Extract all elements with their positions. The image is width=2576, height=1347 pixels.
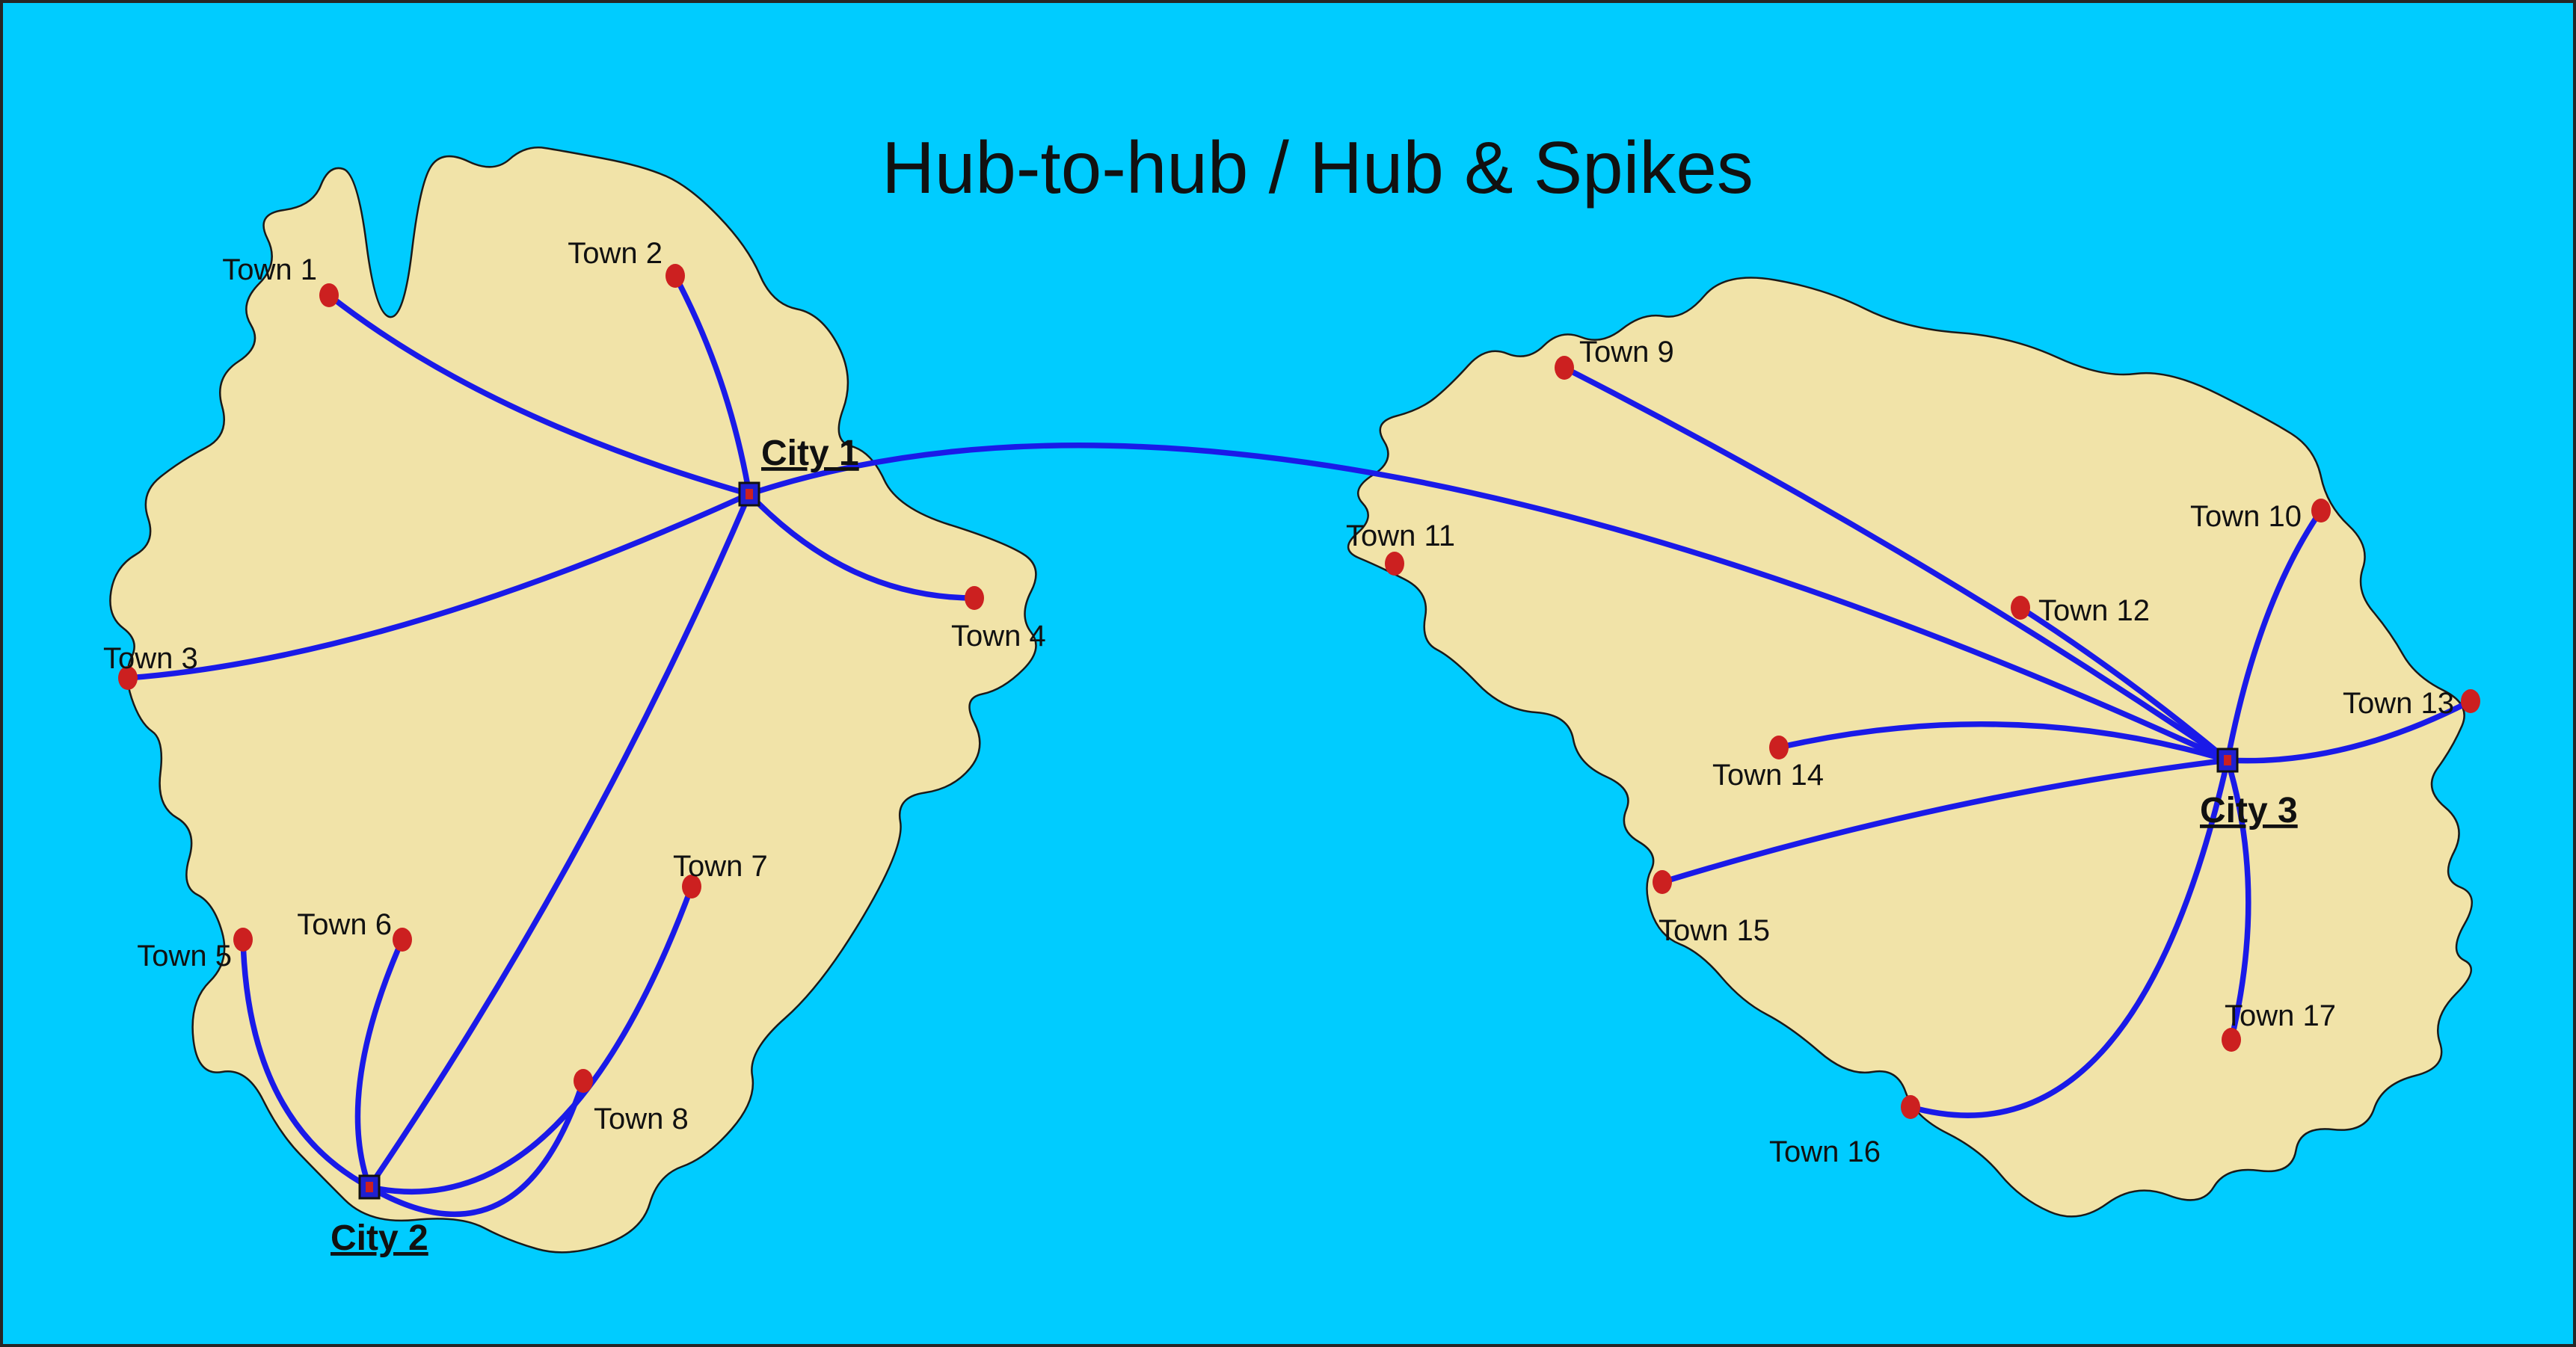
town3-dot	[118, 666, 138, 690]
route-city3-town14	[1776, 721, 2231, 763]
route-city2-town5	[240, 937, 372, 1190]
route-city3-town9	[1561, 365, 2231, 763]
town17-label: Town 17	[2225, 999, 2336, 1032]
town14-dot	[1769, 736, 1789, 759]
city2-marker	[358, 1174, 381, 1200]
city3-hub-center-dot	[2224, 755, 2231, 765]
town10-label: Town 10	[2190, 500, 2302, 533]
route-city3-town16	[1908, 757, 2231, 1118]
town6-dot	[393, 928, 412, 952]
town12-dot	[2011, 596, 2030, 620]
town4-dot	[965, 586, 984, 610]
town5-dot	[233, 928, 253, 952]
town7-label: Town 7	[673, 850, 768, 883]
town10-dot	[2311, 499, 2331, 523]
route-city1-town4	[746, 491, 977, 601]
city1-hub-center-dot	[746, 489, 753, 499]
nodes-layer	[118, 264, 2480, 1200]
route-city1-city2	[366, 491, 752, 1190]
town3-label: Town 3	[103, 642, 198, 675]
route-city3-town13	[2225, 698, 2474, 764]
town1-dot	[319, 283, 339, 307]
town9-label: Town 9	[1579, 336, 1674, 369]
town15-dot	[1653, 870, 1672, 894]
route-city2-town6	[354, 937, 405, 1190]
town5-label: Town 5	[137, 940, 232, 973]
routes-layer	[125, 273, 2474, 1218]
town12-label: Town 12	[2038, 594, 2150, 627]
town16-dot	[1901, 1095, 1920, 1119]
town2-dot	[665, 264, 685, 288]
route-city1-city3	[746, 443, 2231, 763]
town7-dot	[682, 875, 701, 898]
city1-marker	[738, 481, 760, 507]
city2-hub-center-dot	[366, 1182, 373, 1192]
route-city2-town8	[366, 1078, 586, 1218]
route-city3-town10	[2225, 508, 2324, 763]
town11-dot	[1385, 552, 1404, 576]
town1-label: Town 1	[222, 253, 317, 286]
town9-dot	[1555, 356, 1574, 380]
town13-dot	[2461, 689, 2480, 713]
route-city2-town7	[366, 884, 695, 1195]
city3-marker	[2216, 748, 2239, 773]
town4-label: Town 4	[951, 620, 1046, 653]
town15-label: Town 15	[1659, 914, 1770, 947]
west-island	[109, 147, 1037, 1254]
town13-label: Town 13	[2343, 687, 2454, 720]
town16-label: Town 16	[1769, 1135, 1881, 1168]
diagram-title: Hub-to-hub / Hub & Spikes	[882, 126, 1753, 209]
town8-dot	[574, 1069, 593, 1093]
islands-layer	[109, 147, 2474, 1254]
town17-dot	[2222, 1028, 2241, 1052]
town8-label: Town 8	[594, 1103, 689, 1135]
city2-label: City 2	[331, 1218, 428, 1258]
city3-label: City 3	[2200, 791, 2298, 830]
route-city3-town15	[1659, 757, 2231, 885]
route-city1-town1	[326, 292, 752, 497]
town11-label: Town 11	[1346, 520, 1455, 552]
town6-label: Town 6	[297, 908, 392, 941]
town2-label: Town 2	[568, 237, 663, 270]
route-city3-town12	[2017, 605, 2231, 763]
route-city3-town17	[2225, 757, 2251, 1043]
route-city1-town3	[125, 491, 752, 681]
east-island	[1347, 277, 2474, 1218]
labels-layer: City 1 City 2 City 3 Town 1 Town 2 Town 3 Town…	[103, 237, 2454, 1258]
route-city1-town2	[672, 273, 752, 497]
city1-label: City 1	[761, 434, 859, 473]
town14-label: Town 14	[1712, 759, 1824, 792]
